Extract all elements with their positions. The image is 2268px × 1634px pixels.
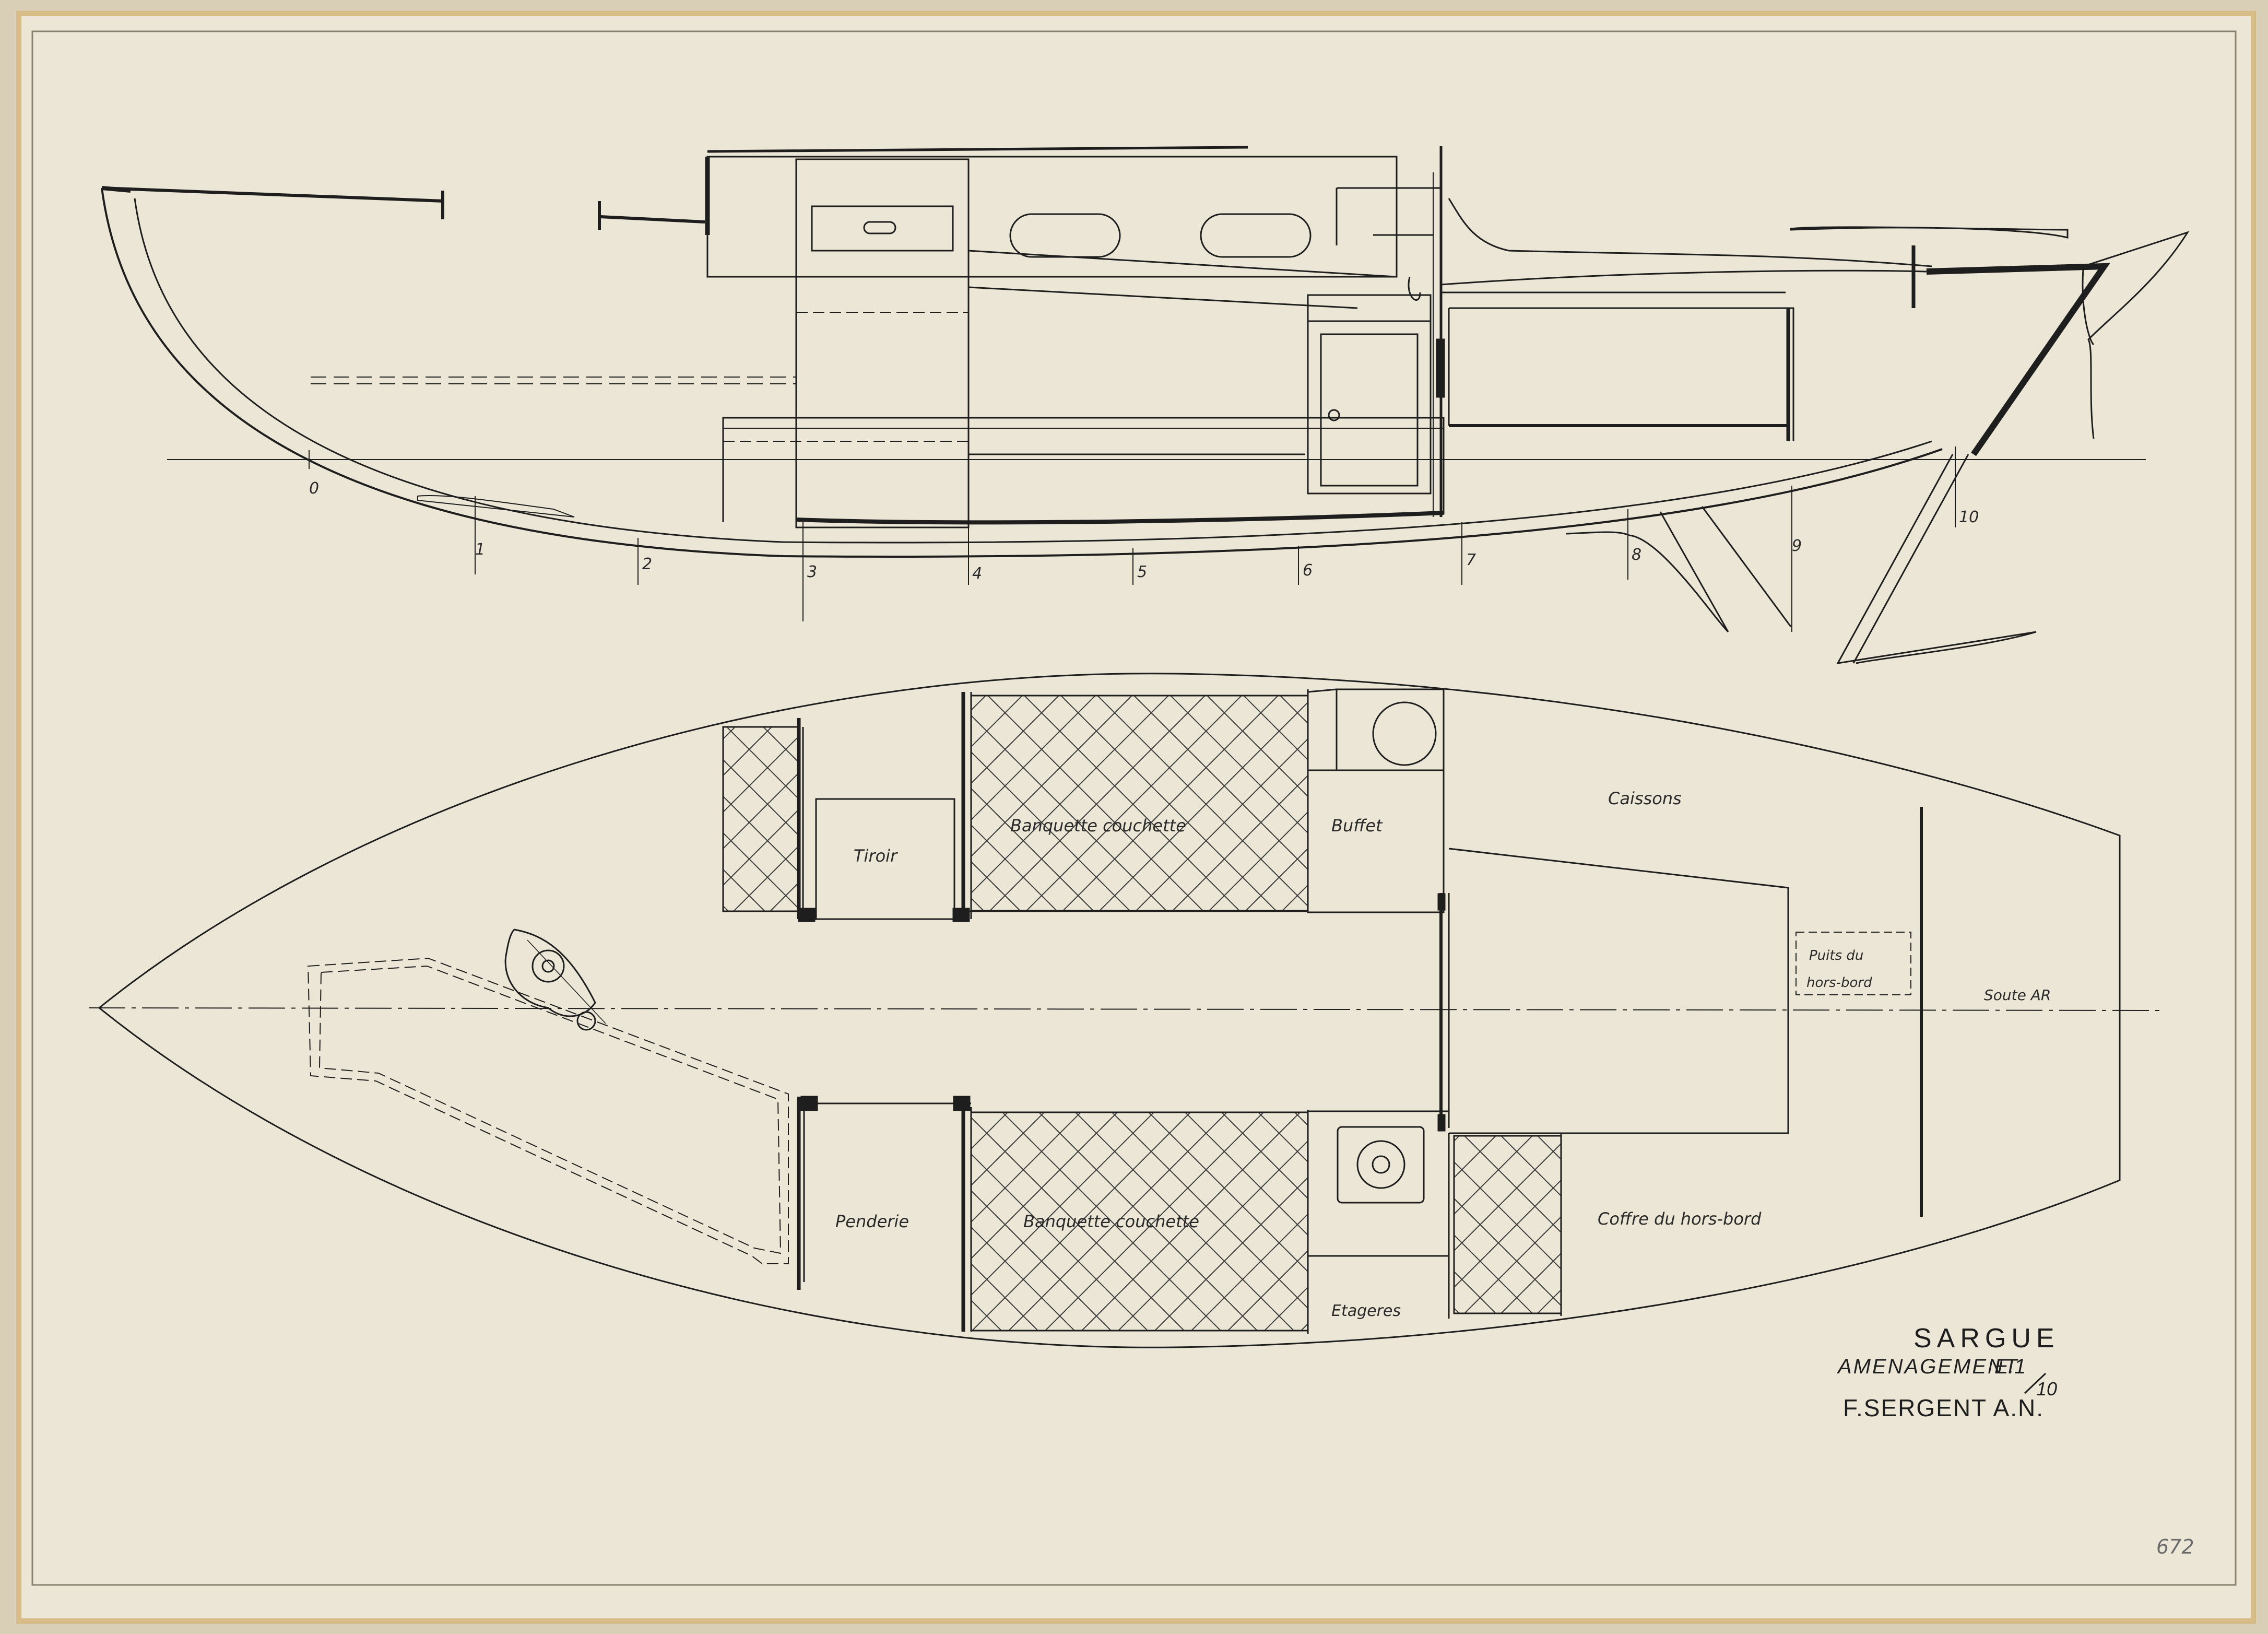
hull-plan-outline <box>98 673 2121 1348</box>
sink-basin <box>1372 701 1437 766</box>
scale-fraction-bar <box>2024 1372 2047 1394</box>
label-coffre: Coffre du hors-bord <box>1598 1209 1762 1229</box>
label-puits-1: Puits du <box>1809 948 1863 963</box>
sheer-line <box>101 186 444 203</box>
station-number: 8 <box>1632 546 1641 564</box>
tape-border <box>16 11 2256 1624</box>
hatched-locker-aft-starboard <box>1453 1135 1562 1314</box>
cockpit-coaming <box>1448 198 1932 267</box>
cabin-roof-line <box>707 146 1248 153</box>
station-number: 10 <box>1959 508 1979 526</box>
port-window-2 <box>1200 213 1312 258</box>
station-number: 3 <box>807 563 817 581</box>
plan-centreline <box>88 1007 2162 1011</box>
anchor-locker-dashed <box>307 957 789 1264</box>
cabin-sole <box>796 511 1444 525</box>
label-soute: Soute AR <box>1984 986 2051 1004</box>
outboard-leg <box>1836 454 2037 664</box>
label-etageres: Etageres <box>1331 1302 1401 1320</box>
cockpit-well <box>1449 307 1794 441</box>
boat-name: SARGUE <box>1913 1323 2060 1354</box>
skeg <box>1628 506 1792 633</box>
label-buffet: Buffet <box>1331 816 1383 836</box>
plan-title: AMENAGEMENT <box>1837 1355 2018 1378</box>
station-number: 7 <box>1466 551 1476 569</box>
station-numbers: 0 1 2 3 4 5 6 7 8 9 10 <box>309 479 1979 583</box>
label-banquette-starboard: Banquette couchette <box>1023 1212 1199 1231</box>
mast-step-pin <box>576 1011 596 1031</box>
stove-burner-outer <box>1356 1140 1405 1189</box>
station-number: 6 <box>1303 561 1313 580</box>
profile-view <box>101 146 2190 664</box>
stem-fitting <box>101 186 131 193</box>
hatched-berth-starboard <box>970 1111 1309 1332</box>
transom <box>1926 263 2110 456</box>
drawer-front-profile <box>811 205 954 252</box>
station-number: 9 <box>1792 537 1802 555</box>
label-penderie: Penderie <box>835 1212 909 1231</box>
outboard-well <box>1796 932 1911 995</box>
bow-fin <box>417 495 575 518</box>
sink-enclosure <box>1336 688 1445 771</box>
scale-prefix: E.1 <box>1994 1355 2026 1378</box>
label-puits-2: hors-bord <box>1806 975 1872 991</box>
station-number: 2 <box>642 555 652 573</box>
label-banquette-port: Banquette couchette <box>1010 816 1186 836</box>
station-ticks <box>309 446 1956 632</box>
tiroir-drawer <box>815 798 955 920</box>
station-number: 1 <box>475 540 485 559</box>
forward-locker-profile <box>795 158 970 528</box>
stove-burner-inner <box>1372 1155 1390 1174</box>
scale-denominator: 10 <box>2036 1378 2057 1400</box>
stove <box>1337 1126 1425 1204</box>
cockpit-plan <box>1448 848 1789 1134</box>
cupboard-knob <box>1328 409 1340 421</box>
settee-profile <box>722 417 1445 522</box>
title-block: SARGUE AMENAGEMENT E.1 10 F.SERGENT A.N. <box>1837 1323 2060 1421</box>
mast-step <box>504 928 596 1017</box>
drawer-handle-profile <box>863 221 896 234</box>
hull-profile-inner <box>134 198 1932 544</box>
station-number: 0 <box>309 479 319 498</box>
hull-profile-outer <box>101 187 1943 558</box>
hatched-berth-port <box>970 695 1309 912</box>
architect-name: F.SERGENT A.N. <box>1843 1394 2044 1421</box>
stern-rail <box>1790 226 2069 239</box>
station-number: 5 <box>1137 563 1147 581</box>
label-tiroir: Tiroir <box>854 846 898 866</box>
station-number: 4 <box>972 565 982 583</box>
pulpit <box>600 215 705 224</box>
label-caissons: Caissons <box>1608 789 1682 808</box>
plan-view <box>88 673 2162 1348</box>
sheet-number: 672 <box>2156 1535 2194 1558</box>
plan-labels: Tiroir Banquette couchette Buffet Caisso… <box>835 789 2051 1320</box>
drawing-frame <box>31 30 2237 1586</box>
rudder-blade <box>2083 231 2190 439</box>
hatched-locker-fwd-port <box>722 726 800 912</box>
